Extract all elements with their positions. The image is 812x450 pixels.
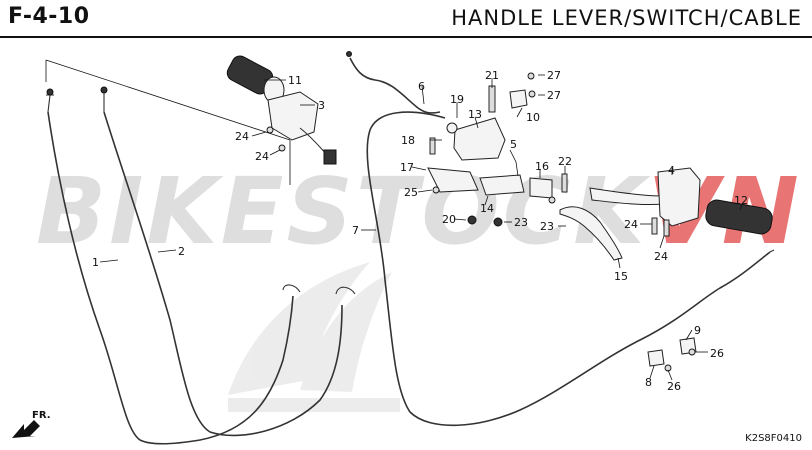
callout-21: 21 [485, 69, 499, 82]
callout-6: 6 [418, 80, 425, 93]
right-switch-assembly [589, 167, 773, 237]
callout-4: 4 [668, 164, 675, 177]
left-grip-assembly [226, 55, 337, 165]
callout-15: 15 [614, 270, 628, 283]
callout-5: 5 [510, 138, 517, 151]
callout-8: 8 [645, 376, 652, 389]
choke-cable-6 [346, 51, 441, 114]
callout-2: 2 [178, 245, 185, 258]
callout-24-left-upper: 24 [235, 130, 249, 143]
callout-13: 13 [468, 108, 482, 121]
callout-23-right: 23 [540, 220, 554, 233]
callout-9: 9 [694, 324, 701, 337]
callout-18: 18 [401, 134, 415, 147]
callout-24-right-lower: 24 [654, 250, 668, 263]
callout-26-upper: 26 [710, 347, 724, 360]
brake-lever-15 [559, 206, 623, 261]
callout-19: 19 [450, 93, 464, 106]
callout-25: 25 [404, 186, 418, 199]
throttle-cable-1 [46, 88, 294, 445]
callout-3: 3 [318, 99, 325, 112]
throttle-cable-2 [100, 86, 343, 437]
callout-27-upper: 27 [547, 69, 561, 82]
cable-end-fittings [282, 284, 356, 295]
callout-27-lower: 27 [547, 89, 561, 102]
callout-26-lower: 26 [667, 380, 681, 393]
callout-10: 10 [526, 111, 540, 124]
callout-23-center: 23 [514, 216, 528, 229]
watermark-gray-text: BIKESTOCK [36, 158, 648, 265]
callout-7: 7 [352, 224, 359, 237]
callout-11: 11 [288, 74, 302, 87]
reference-code: K2S8F0410 [745, 433, 802, 444]
callout-14: 14 [480, 202, 494, 215]
front-direction-arrow [12, 420, 40, 438]
callout-24-right-upper: 24 [624, 218, 638, 231]
callout-16: 16 [535, 160, 549, 173]
callout-20: 20 [442, 213, 456, 226]
callout-17: 17 [400, 161, 414, 174]
callout-12: 12 [734, 194, 748, 207]
projection-lines [45, 59, 291, 185]
header-rule [0, 36, 812, 38]
callout-24-left-lower: 24 [255, 150, 269, 163]
callout-1: 1 [92, 256, 99, 269]
honda-wing-logo [228, 262, 400, 412]
clutch-switch-parts [647, 337, 697, 372]
page-title: HANDLE LEVER/SWITCH/CABLE [451, 6, 802, 30]
figure-code: F-4-10 [8, 4, 90, 29]
leader-lines [99, 74, 743, 381]
master-cylinder-assembly [427, 72, 568, 227]
callout-22: 22 [558, 155, 572, 168]
direction-label: FR. [32, 410, 51, 421]
clutch-cable-7 [366, 111, 775, 427]
callout-numbers: 1 2 3 4 5 6 7 8 9 10 11 12 13 14 15 16 1… [32, 69, 748, 421]
